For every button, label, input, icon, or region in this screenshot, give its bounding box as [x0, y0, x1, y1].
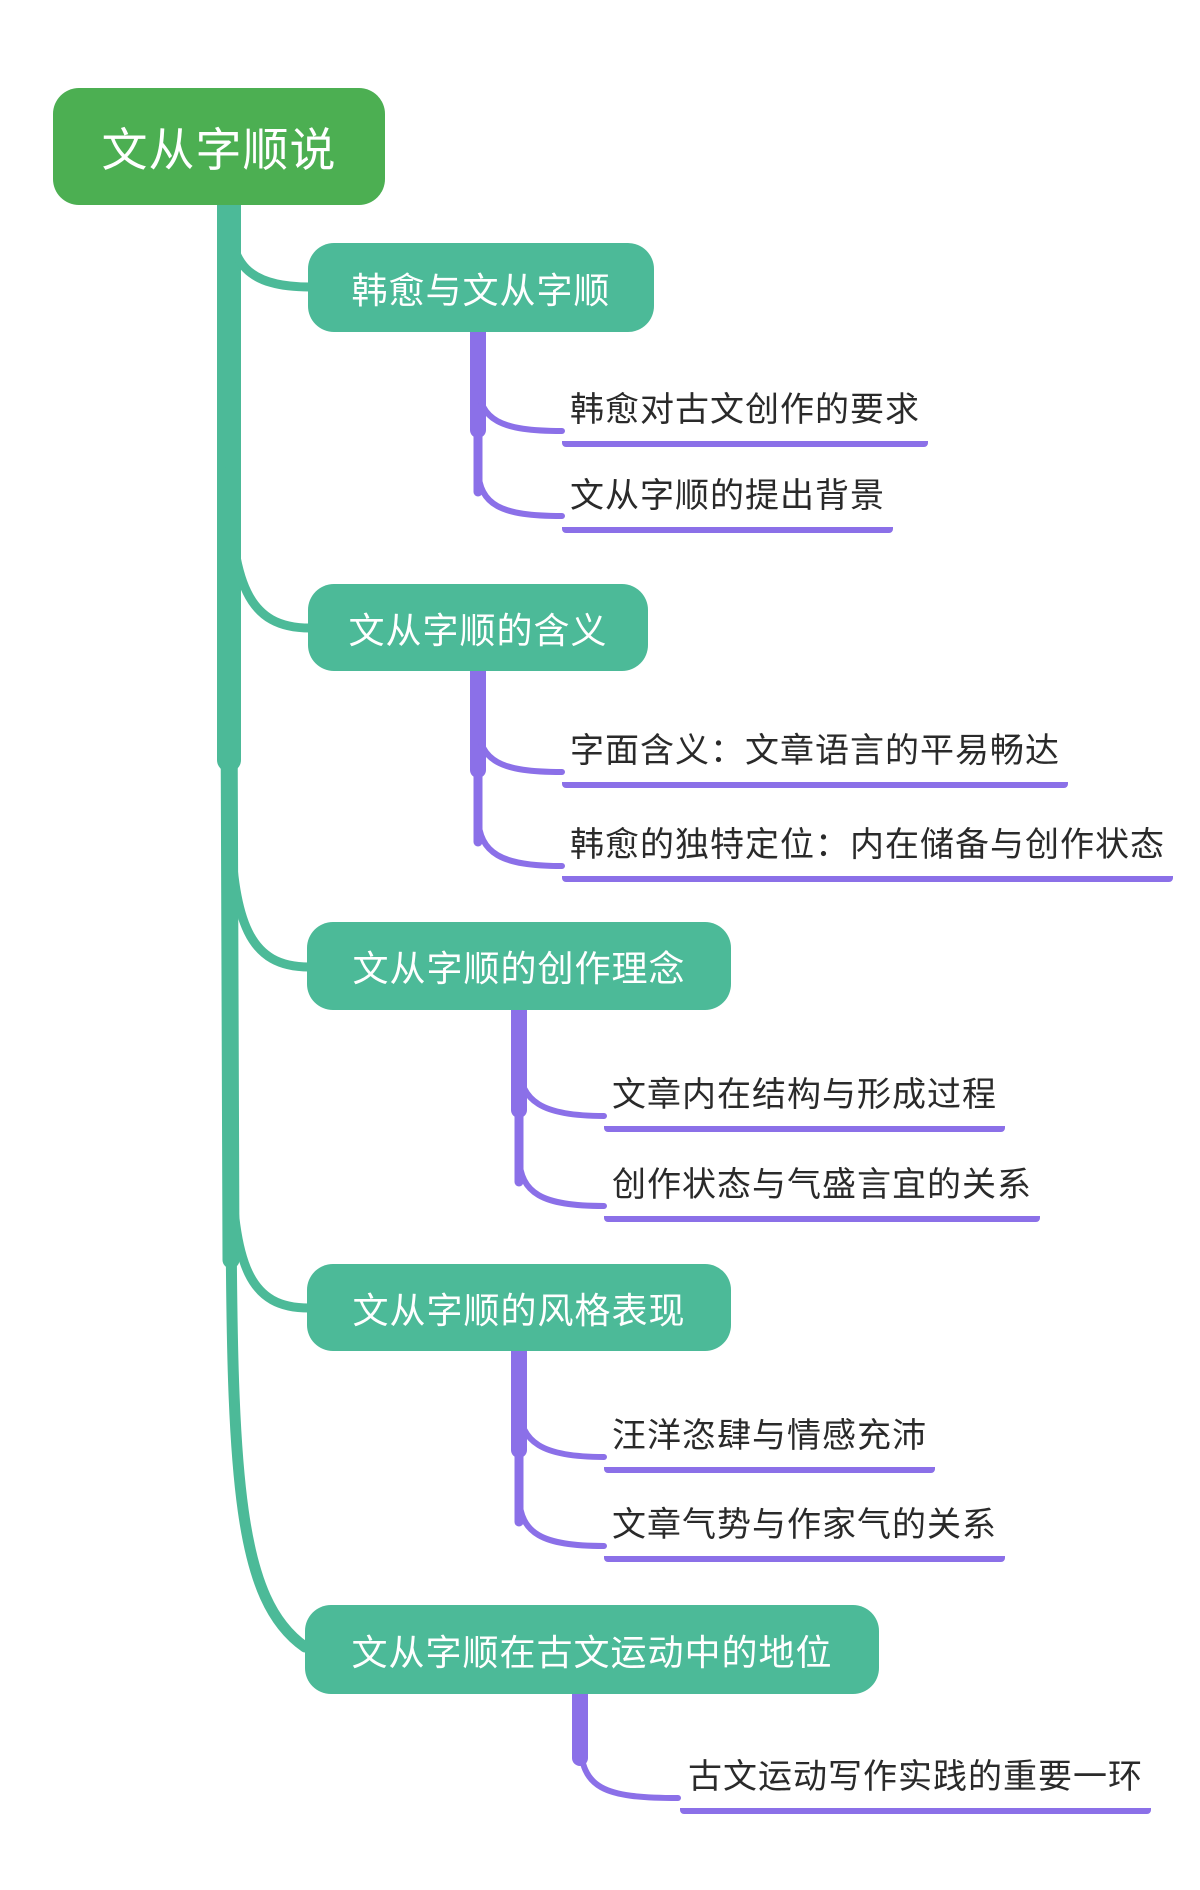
branch-curve-3 [225, 805, 314, 972]
leaf-node-1-2[interactable]: 文从字顺的提出背景 [562, 468, 893, 533]
leaf-curve-4-2 [516, 1495, 607, 1549]
leaf-curve-1-1 [475, 382, 565, 434]
branch-node-4[interactable]: 文从字顺的风格表现 [307, 1264, 731, 1351]
leaf-node-1-1[interactable]: 韩愈对古文创作的要求 [562, 382, 928, 447]
leaf-node-4-2[interactable]: 文章气势与作家气的关系 [604, 1497, 1005, 1562]
branch-node-5-label: 文从字顺在古文运动中的地位 [351, 1631, 833, 1673]
leaf-node-4-1[interactable]: 汪洋恣肆与情感充沛 [604, 1408, 935, 1473]
branch-node-1-label: 韩愈与文从字顺 [351, 269, 611, 311]
leaf-curve-2-1 [475, 723, 565, 775]
leaf-connectors-branch-5 [572, 1682, 681, 1801]
leaf-connectors-branch-1 [470, 320, 565, 519]
branch-node-3-label: 文从字顺的创作理念 [352, 948, 686, 989]
leaf-curve-5-1 [577, 1739, 681, 1801]
branch-curve-1 [225, 210, 315, 292]
leaf-connectors-branch-3 [511, 998, 607, 1209]
branch-curve-2 [224, 465, 315, 633]
leaf-node-5-1[interactable]: 古文运动写作实践的重要一环 [680, 1749, 1151, 1814]
leaf-curve-2-2 [475, 815, 565, 869]
leaf-node-3-1[interactable]: 文章内在结构与形成过程 [604, 1067, 1005, 1132]
leaf-curve-3-2 [516, 1155, 607, 1209]
leaf-node-2-1[interactable]: 字面含义：文章语言的平易畅达 [562, 723, 1068, 788]
branch-node-3[interactable]: 文从字顺的创作理念 [307, 922, 731, 1010]
branch-node-2-label: 文从字顺的含义 [348, 609, 608, 651]
leaf-node-3-2[interactable]: 创作状态与气盛言宜的关系 [604, 1157, 1040, 1222]
root-node-label: 文从字顺说 [101, 123, 337, 176]
leaf-connectors-branch-2 [470, 658, 565, 869]
leaf-curve-3-1 [516, 1063, 607, 1119]
branch-connectors [224, 210, 315, 1313]
branch-node-1[interactable]: 韩愈与文从字顺 [308, 243, 654, 332]
branch-node-2[interactable]: 文从字顺的含义 [308, 584, 648, 671]
leaf-curve-4-1 [516, 1404, 607, 1460]
leaf-curve-1-2 [475, 467, 565, 519]
branch-curve-4 [226, 1145, 314, 1313]
branch-node-4-label: 文从字顺的风格表现 [352, 1289, 686, 1331]
root-node[interactable]: 文从字顺说 [53, 88, 385, 205]
leaf-node-2-2[interactable]: 韩愈的独特定位：内在储备与创作状态 [562, 817, 1173, 882]
branch-node-5[interactable]: 文从字顺在古文运动中的地位 [305, 1605, 879, 1694]
trunk-segment-bottom [225, 1194, 311, 1653]
leaf-connectors-branch-4 [511, 1339, 607, 1549]
